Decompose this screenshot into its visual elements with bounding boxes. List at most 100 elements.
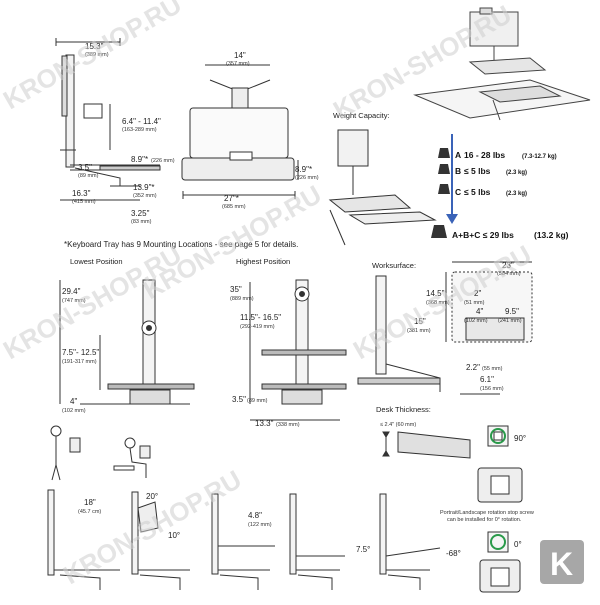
ws-width-mm: (584 mm) <box>497 271 521 277</box>
weight-row-b: B ≤ 5 lbs (2.3 kg) <box>438 164 527 176</box>
product-3d-render <box>413 7 591 121</box>
adj-lift-mm: (122 mm) <box>248 522 272 528</box>
adj-lift: 4.8" <box>248 511 262 520</box>
user-figures <box>50 425 151 481</box>
adj-tilt-10: 10° <box>168 531 180 540</box>
rotation-0: 0° <box>514 540 522 549</box>
dim-tray-mm: (352 mm) <box>133 193 157 199</box>
weight-arrow <box>446 134 458 224</box>
ws-tray-mm: (241 mm) <box>498 318 522 324</box>
dim-width-top: 15.3" <box>85 42 104 51</box>
ws-width: 23" <box>502 261 514 270</box>
highest-base: 3.5" <box>232 395 246 404</box>
ws-reach: 15" <box>414 317 426 326</box>
weight-title: Weight Capacity: <box>333 111 390 120</box>
logo-letter: K <box>550 546 573 582</box>
adj-tray-angle: -68° <box>446 549 461 558</box>
side-profile-dims: 15.3" (389 mm) 6.4" - 11.4" (163-289 mm)… <box>72 42 175 225</box>
dim-overall-mm: (415 mm) <box>72 199 96 205</box>
worksurface-title: Worksurface: <box>372 261 416 270</box>
adjustment-views <box>47 489 441 590</box>
dim-height-range-mm: (163-289 mm) <box>122 127 157 133</box>
front-view <box>181 64 299 199</box>
highest-range: 11.5"- 16.5" <box>240 313 281 322</box>
rotation-90: 90° <box>514 434 526 443</box>
weight-row-b-value: ≤ 5 lbs <box>464 166 491 176</box>
weight-row-a-value: 16 - 28 lbs <box>464 150 505 160</box>
weight-icon <box>438 164 450 174</box>
dim-base-mm: (89 mm) <box>78 173 99 179</box>
desk-thickness: Desk Thickness: ≤ 2.4" (60 mm) <box>376 405 471 459</box>
watermark: KRON-SHOP.RU <box>0 0 186 115</box>
weight-icon <box>438 148 450 158</box>
weight-row-c-kg: (2.3 kg) <box>506 191 527 197</box>
highest-height: 35" <box>230 285 242 294</box>
highest-depth: 13.3" <box>255 419 274 428</box>
adj-reach: 18" <box>84 498 96 507</box>
lowest-base-mm: (102 mm) <box>62 408 86 414</box>
lowest-position-view: Lowest Position 29.4" (747 mm) 7.5"- 12.… <box>59 257 195 414</box>
dim-front-width-mm: (357 mm) <box>226 61 250 67</box>
keyboard-note: *Keyboard Tray has 9 Mounting Locations … <box>64 240 298 249</box>
dim-tray: 13.9"* <box>133 183 155 192</box>
weight-row-a-letter: A <box>455 150 461 160</box>
highest-base-mm: (89 mm) <box>247 398 268 404</box>
ws-clamp-depth: 6.1" <box>480 375 494 384</box>
dim-height-range: 6.4" - 11.4" <box>122 117 161 126</box>
dim-overall: 16.3" <box>72 189 91 198</box>
weight-row-c: C ≤ 5 lbs (2.3 kg) <box>438 184 527 197</box>
worksurface-view: Worksurface: 23" (584 mm) 14.5" (368 mm)… <box>357 261 533 395</box>
monitor-plate <box>477 467 523 503</box>
rotate-0-icon <box>487 531 509 553</box>
ws-clamp: 2.2" <box>466 363 480 372</box>
dim-clamp-mm: (83 mm) <box>131 219 152 225</box>
ws-offset-mm: (102 mm) <box>464 318 488 324</box>
lowest-base: 4" <box>70 397 77 406</box>
weight-total-value: A+B+C ≤ 29 lbs <box>452 230 514 240</box>
desk-value: ≤ 2.4" (60 mm) <box>380 422 416 428</box>
weight-row-a: A 16 - 28 lbs (7.3-12.7 kg) <box>438 148 557 160</box>
ws-clamp-depth-mm: (156 mm) <box>480 386 504 392</box>
weight-row-c-letter: C <box>455 187 461 197</box>
adj-reach-cm: (45.7 cm) <box>78 509 101 515</box>
weight-total-kg: (13.2 kg) <box>534 230 569 240</box>
lowest-height-mm: (747 mm) <box>62 298 86 304</box>
weight-row-c-value: ≤ 5 lbs <box>464 187 491 197</box>
lowest-range-mm: (191-317 mm) <box>62 359 97 365</box>
weight-icon <box>431 225 447 238</box>
dim-depth: 8.9"* <box>131 155 148 164</box>
dim-clamp: 3.25" <box>131 209 150 218</box>
highest-title: Highest Position <box>236 257 290 266</box>
ws-notch: 2" <box>474 289 481 298</box>
dim-front-height: 8.9"* <box>295 165 312 174</box>
side-profile-view <box>55 38 161 201</box>
rotation-panel: 90° Portrait/Landscape rotation stop scr… <box>440 425 534 593</box>
dim-front-width: 14" <box>234 51 246 60</box>
adj-tilt-20: 20° <box>146 492 158 501</box>
ws-clamp-mm: (55 mm) <box>482 366 503 372</box>
ws-offset: 4" <box>476 307 483 316</box>
ws-notch-mm: (51 mm) <box>464 300 485 306</box>
weight-row-a-kg: (7.3-12.7 kg) <box>522 154 557 160</box>
ws-tray: 9.5" <box>505 307 519 316</box>
rotation-note-1: Portrait/Landscape rotation stop screw <box>440 510 534 516</box>
dim-width-top-mm: (389 mm) <box>85 52 109 58</box>
weight-illustration <box>328 129 437 246</box>
rotation-note-2: can be installed for 0° rotation. <box>447 517 522 523</box>
dim-front-height-mm: (226 mm) <box>295 175 319 181</box>
weight-icon <box>438 184 450 194</box>
dim-depth-mm: (226 mm) <box>151 158 175 164</box>
highest-height-mm: (889 mm) <box>230 296 254 302</box>
dim-base: 3.5" <box>78 163 92 172</box>
weight-total: A+B+C ≤ 29 lbs (13.2 kg) <box>431 225 569 240</box>
ws-depth: 14.5" <box>426 289 445 298</box>
lowest-range: 7.5"- 12.5" <box>62 348 99 357</box>
desk-title: Desk Thickness: <box>376 405 431 414</box>
front-view-dims: 14" (357 mm) 8.9"* (226 mm) 27"* (685 mm… <box>222 51 319 210</box>
weight-capacity-panel: Weight Capacity: A 16 - 28 lbs (7.3-12.7… <box>328 111 569 246</box>
lowest-title: Lowest Position <box>70 257 123 266</box>
adj-tray-tilt: 7.5° <box>356 545 370 554</box>
dim-front-depth: 27"* <box>224 194 239 203</box>
